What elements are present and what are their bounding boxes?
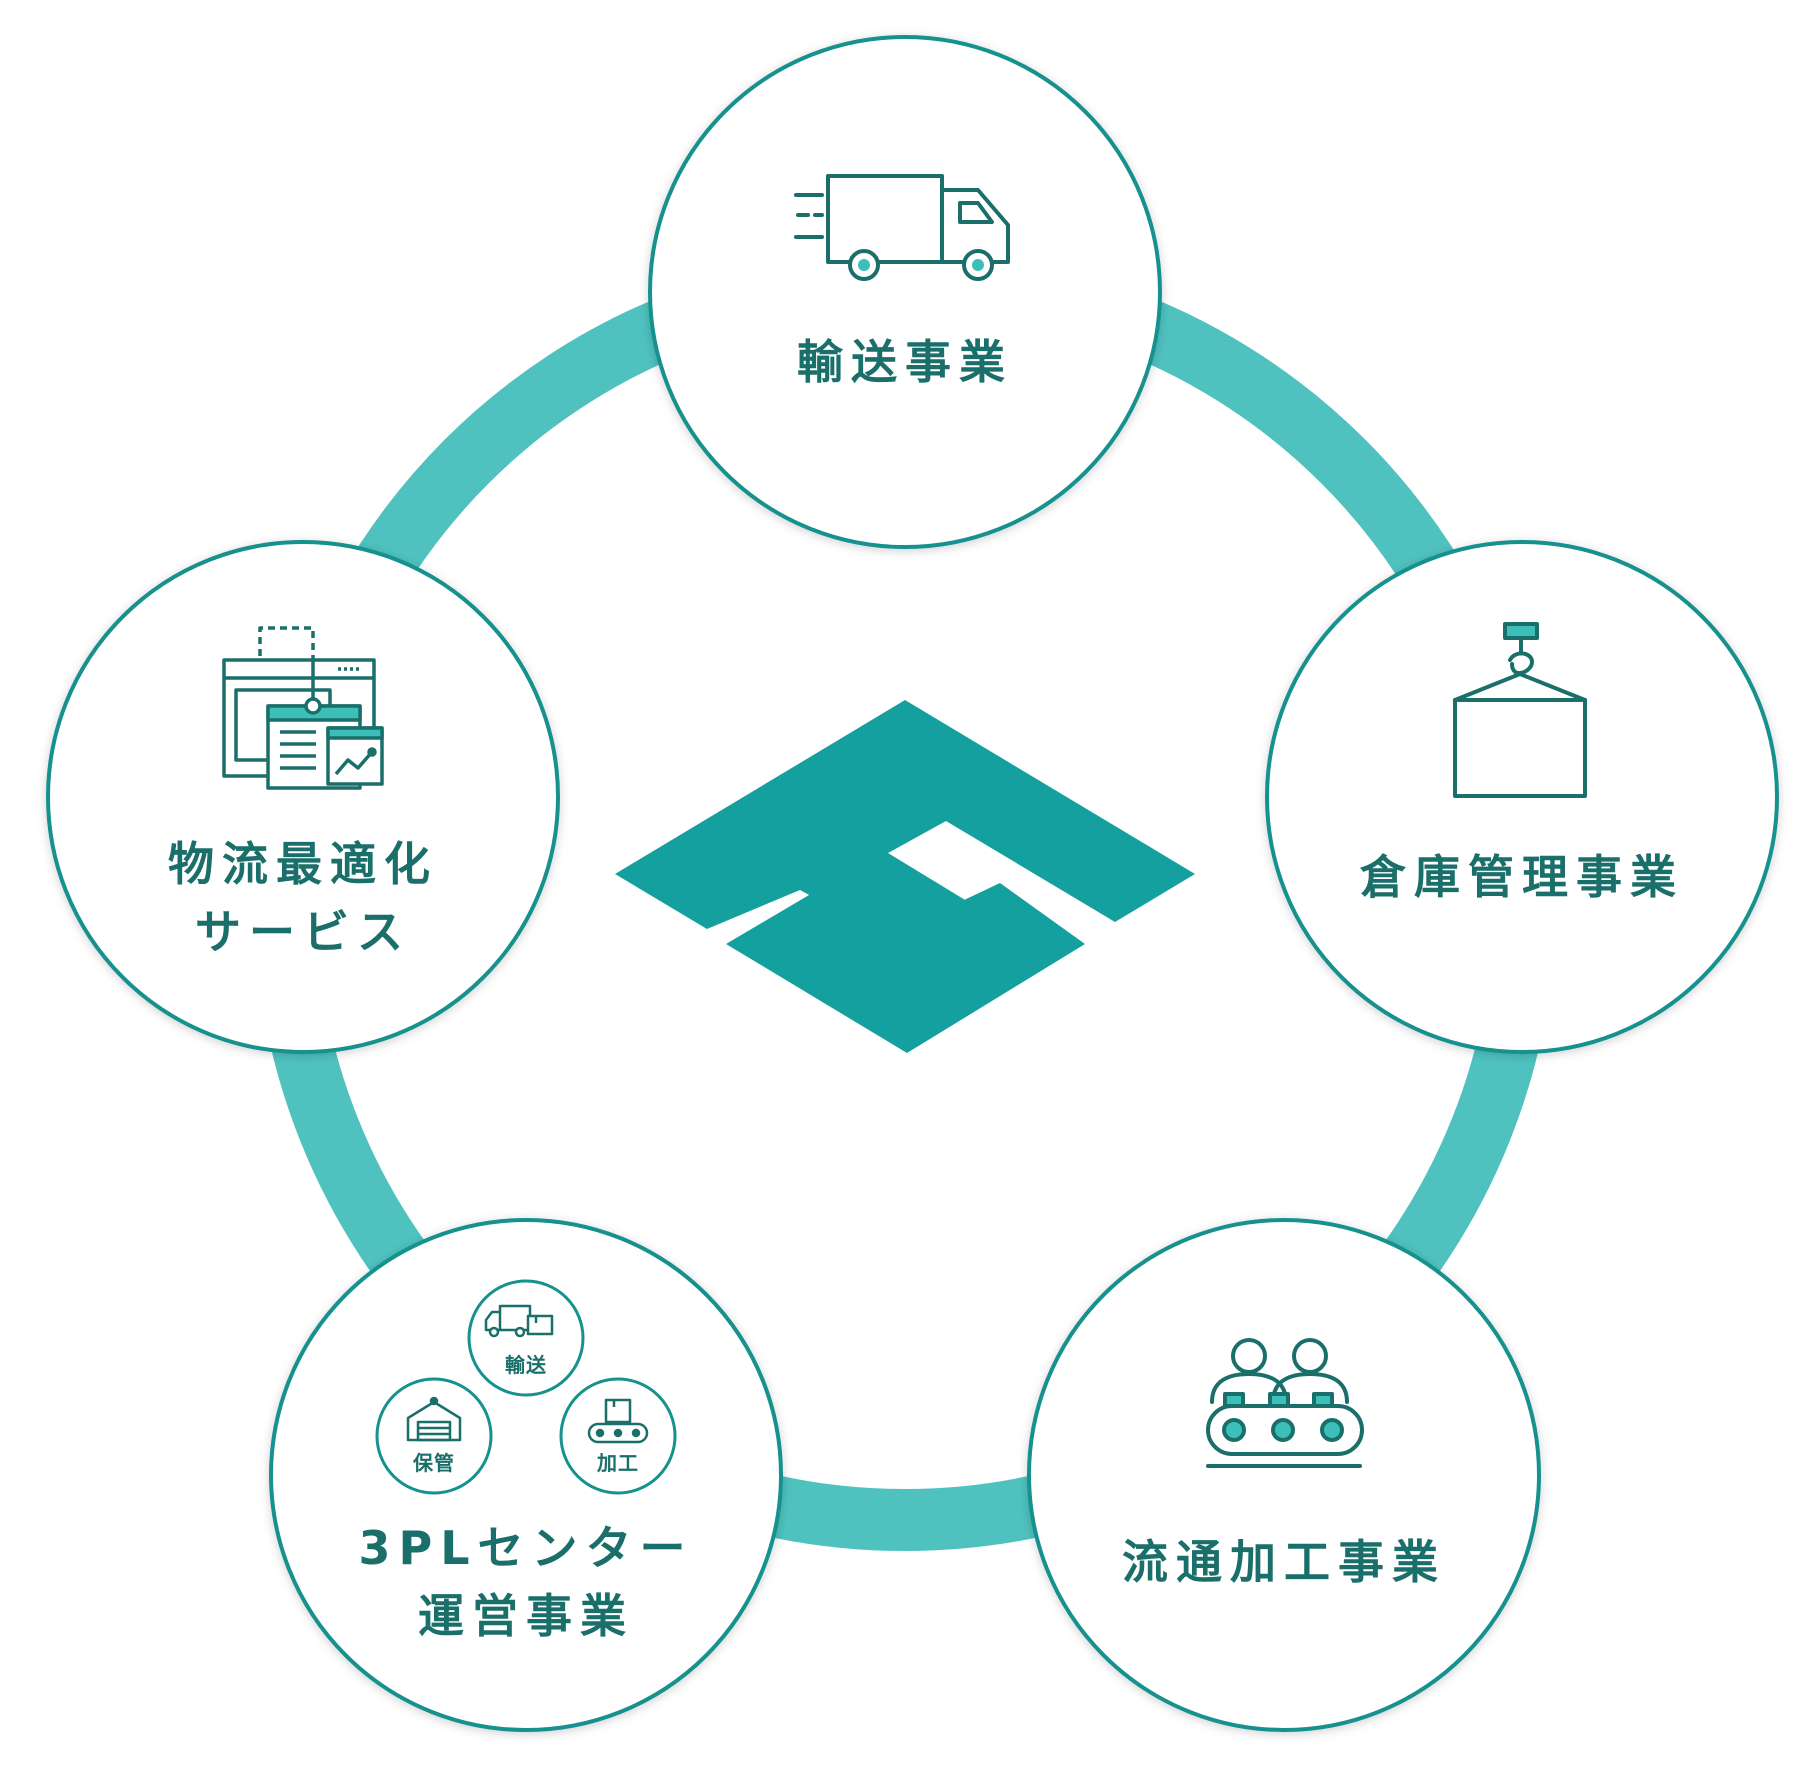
- node-optimization-circle: [46, 540, 560, 1054]
- node-optimization-label-line2: サービス: [195, 905, 411, 959]
- sub-node-processing-label: 加工: [596, 1451, 639, 1475]
- node-processing[interactable]: 流通加工事業: [1027, 1218, 1541, 1732]
- node-transport-circle: [648, 35, 1162, 549]
- sub-node-storage: 保管: [375, 1377, 493, 1495]
- node-warehouse[interactable]: 倉庫管理事業: [1265, 540, 1779, 1054]
- sub-node-transport: 輸送: [467, 1279, 585, 1397]
- node-transport-label: 輸送事業: [797, 335, 1013, 389]
- node-optimization-label-line1: 物流最適化: [168, 837, 438, 891]
- sub-node-processing: 加工: [559, 1377, 677, 1495]
- node-3pl-label-line2: 運営事業: [418, 1589, 634, 1643]
- node-warehouse-label: 倉庫管理事業: [1359, 850, 1684, 904]
- dashboard-windows-icon: [222, 626, 384, 790]
- node-processing-circle: [1027, 1218, 1541, 1732]
- truck-icon: [794, 174, 1010, 281]
- sub-node-storage-label: 保管: [412, 1451, 455, 1475]
- warehouse-icon: [406, 1396, 462, 1442]
- node-optimization[interactable]: 物流最適化 サービス: [46, 540, 560, 1054]
- node-3pl-circle: [269, 1218, 783, 1732]
- crane-hook-box-icon: [1453, 622, 1587, 798]
- node-3pl-label-line1: 3PLセンター: [358, 1521, 693, 1575]
- truck-boxes-icon: [484, 1304, 554, 1338]
- node-3pl[interactable]: 輸送 保管 加工 3PLセンタ: [269, 1218, 783, 1732]
- conveyor-icon: [587, 1398, 649, 1444]
- sub-node-transport-label: 輸送: [505, 1353, 547, 1377]
- node-processing-label: 流通加工事業: [1122, 1535, 1446, 1589]
- node-transport[interactable]: 輸送事業: [648, 35, 1162, 549]
- company-logo-icon: [615, 700, 1195, 1053]
- conveyor-workers-icon: [1206, 1338, 1364, 1468]
